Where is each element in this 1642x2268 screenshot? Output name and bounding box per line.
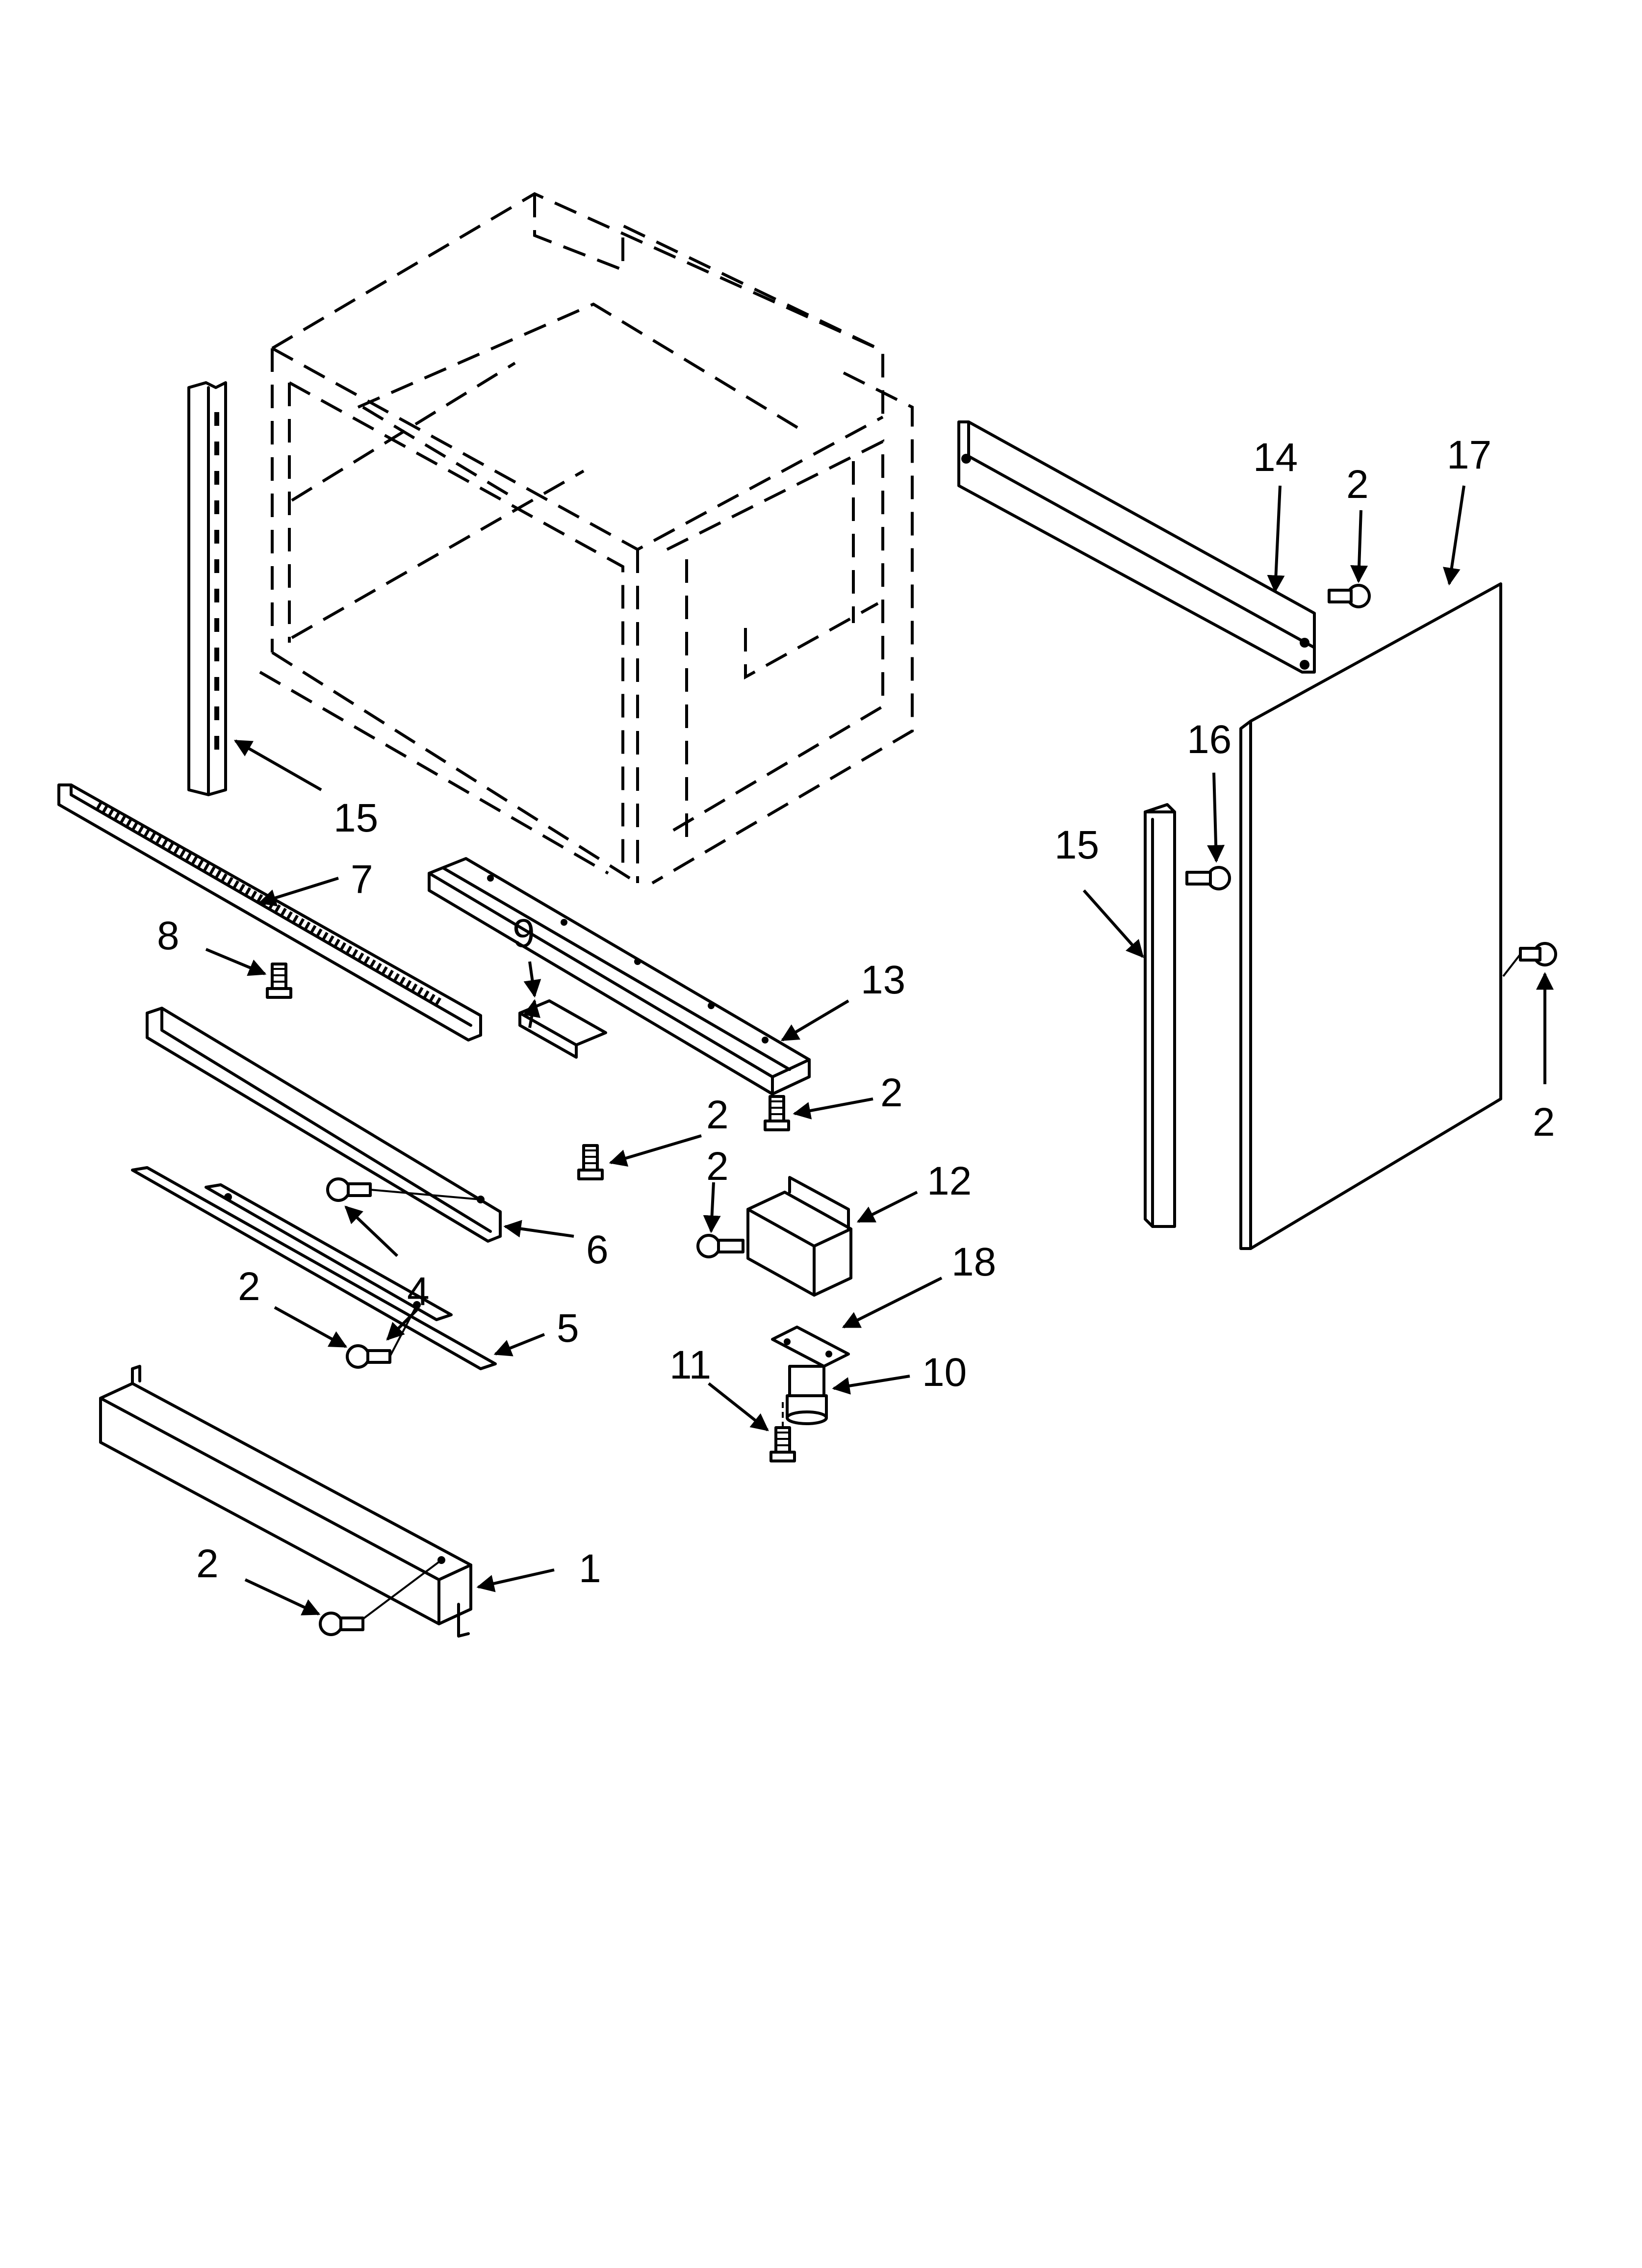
- callout-14: 14: [1253, 435, 1298, 480]
- part-1-kick-panel: [99, 1365, 472, 1638]
- callout-9: 9: [513, 911, 535, 956]
- part-8-screw: [266, 963, 292, 999]
- part-16-screw: [1185, 866, 1231, 890]
- callout-12: 12: [927, 1159, 972, 1203]
- part-2-screw-top: [1328, 584, 1371, 608]
- callout-17: 17: [1447, 433, 1491, 477]
- part-2-screw-bracket: [577, 1144, 604, 1180]
- callout-16: 16: [1187, 717, 1232, 762]
- part-18-leg-plate: [771, 1326, 850, 1368]
- part-6-trim: [146, 1007, 502, 1243]
- part-15-left-rail: [187, 381, 227, 796]
- oven-cabinet-outline: [259, 192, 914, 885]
- callout-18: 18: [951, 1240, 996, 1284]
- callout-2-corner: 2: [706, 1144, 729, 1189]
- callout-2-strip: 2: [238, 1264, 260, 1309]
- part-13-channel-rail: [428, 857, 811, 1095]
- callout-2-panel-right: 2: [1533, 1100, 1555, 1145]
- part-14-top-bracket: [957, 420, 1316, 674]
- callout-5: 5: [557, 1306, 579, 1351]
- part-15-right-rail: [1144, 803, 1176, 1228]
- callout-15-left: 15: [334, 796, 378, 840]
- part-2-screw-rail: [764, 1095, 790, 1131]
- part-7-vent-rail: [57, 783, 482, 1042]
- callout-4: 4: [407, 1269, 430, 1314]
- callout-10: 10: [922, 1350, 967, 1395]
- callout-1: 1: [579, 1546, 601, 1591]
- part-5-strip: [131, 1166, 497, 1370]
- part-4-screw-upper: [326, 1177, 481, 1202]
- part-12-corner-bracket: [746, 1176, 852, 1297]
- callout-2-rail: 2: [880, 1070, 903, 1115]
- callout-7: 7: [351, 857, 373, 902]
- callout-8: 8: [157, 913, 180, 958]
- part-17-side-panel: [1239, 582, 1502, 1250]
- part-2-screw-panel-right: [1502, 942, 1557, 977]
- part-2-screw-kick: [319, 1559, 442, 1636]
- callout-2-top: 2: [1346, 462, 1369, 507]
- part-11-screw: [770, 1398, 796, 1462]
- callout-2-kick: 2: [196, 1541, 219, 1586]
- callout-6: 6: [586, 1227, 609, 1272]
- part-2-screw-corner: [696, 1234, 744, 1258]
- part-10-leg-foot: [786, 1365, 828, 1425]
- callout-15-right: 15: [1054, 823, 1099, 867]
- callout-13: 13: [861, 958, 905, 1002]
- callout-11: 11: [669, 1343, 711, 1387]
- callout-2-bracket: 2: [706, 1093, 729, 1137]
